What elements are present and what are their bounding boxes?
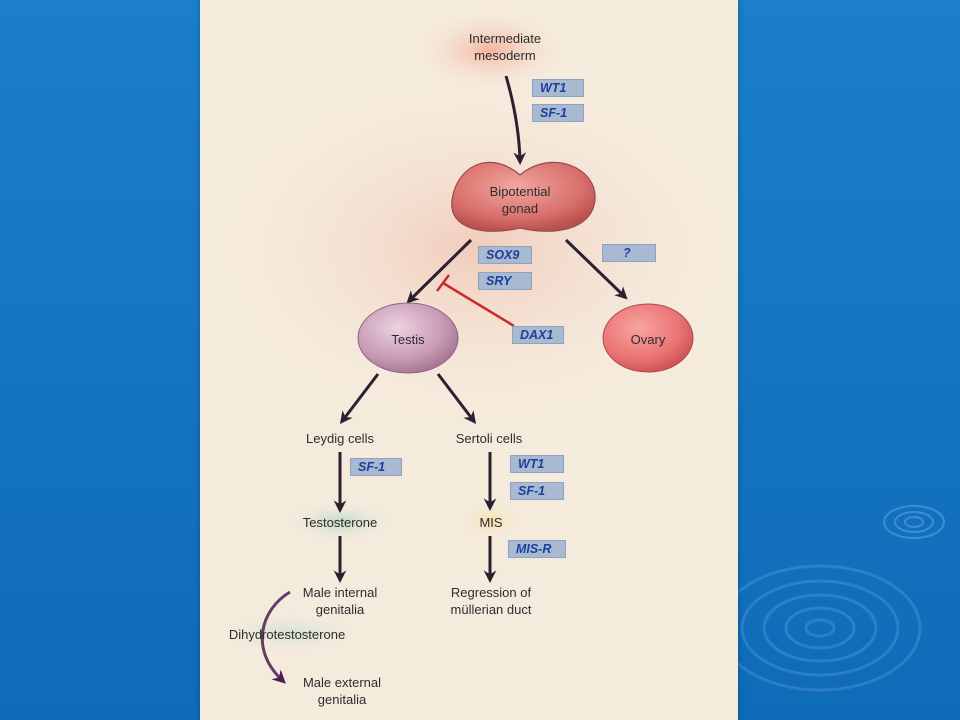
bipotential-gonad-label: Bipotential gonad <box>489 184 551 216</box>
dax1-inhibition-bar <box>436 274 450 292</box>
diagram-panel: Intermediate mesoderm Bipotential gonad … <box>200 0 738 720</box>
arrow-gonad-to-ovary <box>564 238 628 300</box>
arrow-mesoderm-to-gonad <box>504 75 527 166</box>
unknown-factor-tag: ? <box>602 244 656 262</box>
mis-r-tag: MIS-R <box>508 540 566 558</box>
center-glow <box>205 70 738 430</box>
bipotential-gonad-shape <box>451 161 596 232</box>
testis-label: Testis <box>391 332 425 347</box>
male-external-genitalia-label: Male external genitalia <box>302 675 382 707</box>
mesoderm-glow <box>410 8 570 92</box>
testosterone-label: Testosterone <box>302 515 378 530</box>
sf1-tag-top: SF-1 <box>532 104 584 122</box>
gonad-differentiation-diagram <box>205 8 738 684</box>
wt1-tag-sertoli: WT1 <box>510 455 564 473</box>
dht-glow <box>210 611 370 655</box>
regression-mullerian-duct-label: Regression of müllerian duct <box>450 585 532 617</box>
arrow-gonad-to-testis <box>406 238 473 304</box>
dax1-inhibition-line <box>442 281 515 328</box>
dax1-tag: DAX1 <box>512 326 564 344</box>
sf1-tag-sertoli: SF-1 <box>510 482 564 500</box>
arrow-testis-to-sertoli <box>436 373 477 425</box>
sry-tag: SRY <box>478 272 532 290</box>
testis-shape <box>357 302 459 374</box>
wt1-tag-top: WT1 <box>532 79 584 97</box>
leydig-cells-label: Leydig cells <box>306 431 374 446</box>
mis-glow <box>455 501 527 541</box>
ovary-label: Ovary <box>630 332 666 347</box>
ovary-shape <box>602 303 694 373</box>
arrow-dht-to-external <box>260 590 291 684</box>
intermediate-mesoderm-label: Intermediate mesoderm <box>468 31 542 63</box>
arrow-testis-to-leydig <box>339 373 380 425</box>
mis-label: MIS <box>479 515 503 530</box>
sf1-tag-leydig: SF-1 <box>350 458 402 476</box>
sox9-tag: SOX9 <box>478 246 532 264</box>
sertoli-cells-label: Sertoli cells <box>455 431 523 446</box>
dihydrotestosterone-label: Dihydrotestosterone <box>228 627 346 642</box>
male-internal-genitalia-label: Male internal genitalia <box>302 585 378 617</box>
testosterone-glow <box>280 500 400 544</box>
